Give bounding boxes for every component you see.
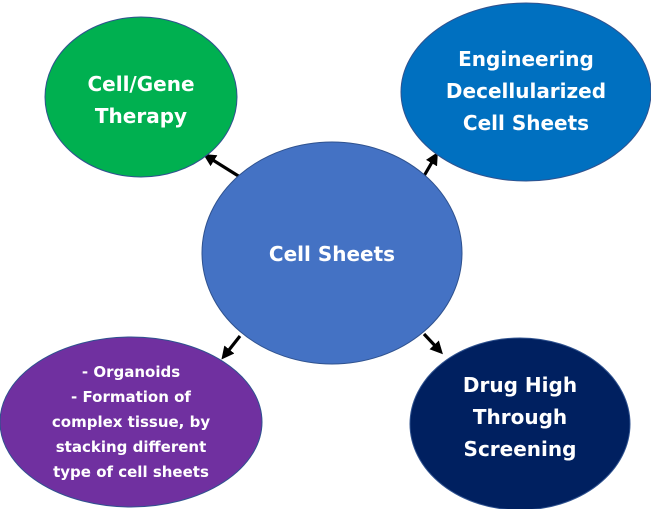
node-label-line: Decellularized [446,79,606,103]
node-label-line: Therapy [95,104,187,128]
arrow-to-cell-gene-therapy [203,153,241,179]
node-label-line: type of cell sheets [53,463,209,481]
ellipse-cell-sheets [201,141,463,365]
node-label-line: complex tissue, by [52,413,210,431]
ellipse-engineering-decellularized [400,2,651,182]
node-label-line: Drug High [463,373,577,397]
ellipse-drug-screening [409,337,631,509]
node-label-line: Through [473,405,567,429]
ellipse-organoids-complex-tissue [0,336,263,508]
node-label-line: Cell Sheets [269,242,395,266]
node-label-line: Cell/Gene [87,72,194,96]
node-cell-sheets: Cell Sheets [201,141,463,365]
arrow-to-organoids-complex-tissue [221,335,242,360]
node-label-line: Screening [464,437,577,461]
ellipse-cell-gene-therapy [44,16,238,178]
node-label-line: Engineering [458,47,594,71]
node-label-line: Cell Sheets [463,111,589,135]
arrow-to-engineering-decellularized [422,152,438,177]
arrow-to-drug-screening [422,332,443,355]
node-label-line: - Organoids [82,363,180,381]
node-organoids-complex-tissue: - Organoids - Formation of complex tissue,… [0,336,263,508]
node-label-line: stacking different [56,438,207,456]
node-label-line: - Formation of [71,388,191,406]
